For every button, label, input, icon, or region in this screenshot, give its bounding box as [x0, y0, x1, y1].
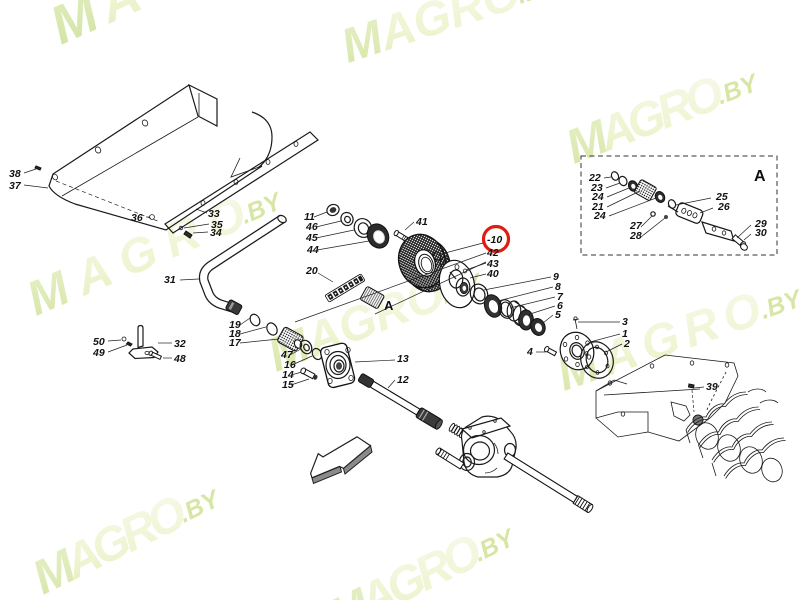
svg-text:23: 23	[590, 182, 603, 194]
svg-text:8: 8	[555, 281, 561, 293]
svg-text:32: 32	[174, 338, 186, 350]
svg-text:35: 35	[211, 219, 223, 231]
svg-text:4: 4	[526, 346, 533, 358]
svg-text:21: 21	[591, 201, 604, 213]
svg-text:30: 30	[755, 227, 767, 239]
svg-text:28: 28	[629, 230, 642, 242]
svg-text:16: 16	[284, 359, 296, 371]
svg-text:45: 45	[305, 232, 318, 244]
svg-text:46: 46	[305, 221, 318, 233]
svg-text:2: 2	[623, 338, 630, 350]
svg-text:12: 12	[397, 374, 409, 386]
svg-text:A: A	[754, 168, 766, 185]
svg-text:13: 13	[397, 353, 409, 365]
svg-text:33: 33	[208, 208, 220, 220]
svg-text:22: 22	[588, 172, 601, 184]
svg-text:43: 43	[486, 258, 499, 270]
svg-text:-10: -10	[487, 234, 502, 246]
svg-text:38: 38	[9, 168, 21, 180]
svg-text:37: 37	[9, 180, 22, 192]
svg-text:47: 47	[280, 349, 294, 361]
svg-text:39: 39	[706, 381, 718, 393]
svg-text:50: 50	[93, 336, 105, 348]
svg-text:15: 15	[282, 379, 294, 391]
svg-text:42: 42	[486, 247, 499, 259]
svg-text:40: 40	[486, 268, 499, 280]
svg-text:5: 5	[555, 309, 561, 321]
svg-text:26: 26	[717, 201, 730, 213]
svg-text:25: 25	[715, 191, 728, 203]
svg-text:48: 48	[173, 353, 186, 365]
svg-text:20: 20	[305, 265, 318, 277]
svg-text:36: 36	[131, 212, 143, 224]
svg-text:11: 11	[304, 211, 315, 223]
svg-text:29: 29	[754, 218, 767, 230]
svg-text:9: 9	[553, 271, 559, 283]
svg-text:34: 34	[210, 227, 222, 239]
svg-text:A: A	[384, 298, 394, 313]
svg-text:24: 24	[593, 210, 606, 222]
svg-text:6: 6	[557, 300, 563, 312]
svg-text:41: 41	[415, 216, 428, 228]
svg-text:3: 3	[622, 316, 628, 328]
svg-text:49: 49	[92, 347, 105, 359]
svg-text:19: 19	[229, 319, 241, 331]
svg-text:14: 14	[282, 369, 294, 381]
svg-text:27: 27	[629, 220, 643, 232]
svg-text:18: 18	[229, 328, 241, 340]
svg-text:31: 31	[164, 274, 176, 286]
svg-text:24: 24	[591, 191, 604, 203]
svg-text:17: 17	[229, 337, 242, 349]
svg-text:1: 1	[622, 328, 628, 340]
svg-text:44: 44	[306, 244, 319, 256]
svg-text:7: 7	[557, 291, 564, 303]
